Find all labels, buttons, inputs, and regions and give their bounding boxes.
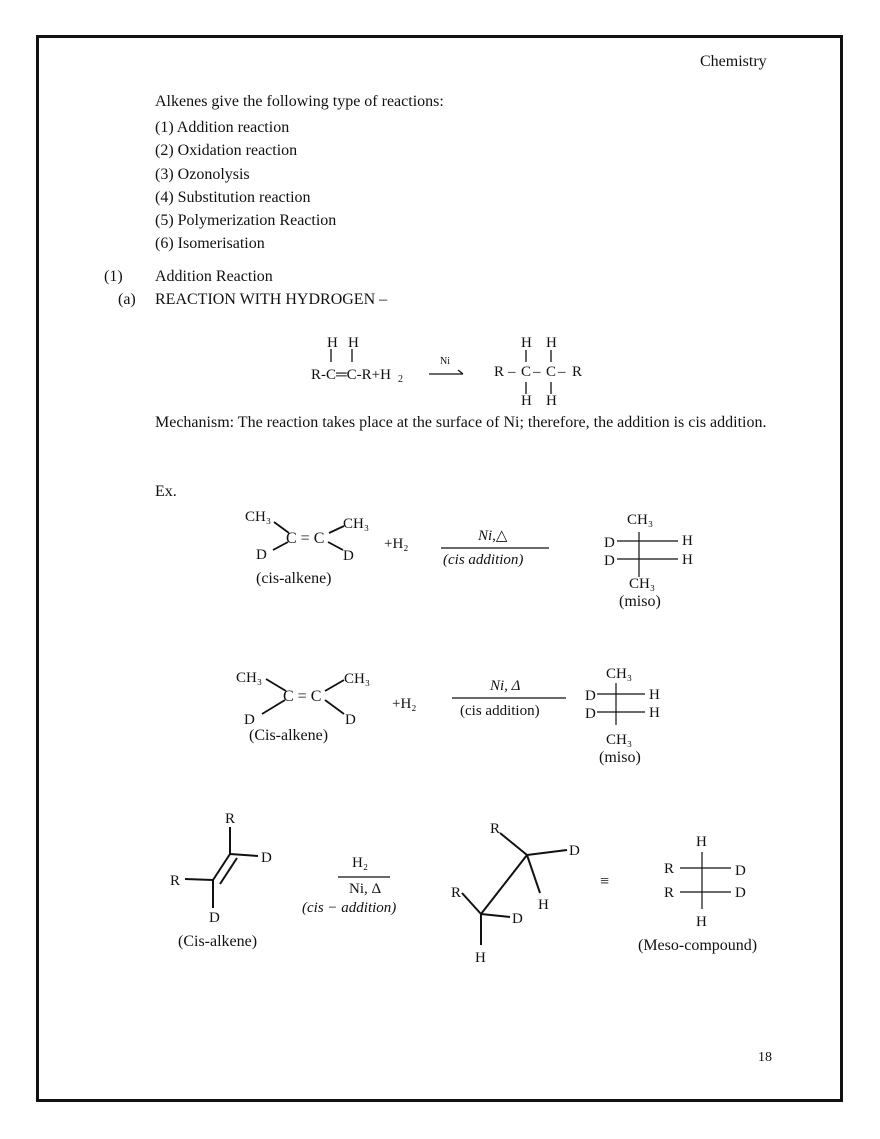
r-group: R [451,885,461,901]
mechanism-text: The reaction takes place at the surface … [234,414,767,431]
condition-bottom: (cis addition) [443,552,523,568]
ch3-group: CH₃ [606,666,632,682]
condition-bottom: (cis − addition) [302,900,396,916]
intro-text: Alkenes give the following type of react… [155,93,444,110]
h-atom: H [521,393,532,409]
h-atom: H [682,533,693,549]
dash: – [532,364,541,380]
double-bond: C = C [283,688,321,705]
d-atom: D [585,706,596,722]
ch3-group: CH₃ [245,509,271,525]
double-bond: C = C [286,530,324,547]
h-atom: H [649,705,660,721]
subject-header: Chemistry [700,53,767,70]
plus-h2: +H₂ [384,536,409,552]
reactant-label: (cis-alkene) [256,570,332,587]
subsection-letter: (a) [118,291,136,308]
r-group: R [225,811,235,827]
ch3-group: CH₃ [629,576,655,592]
h-atom: H [348,335,359,351]
ch3-group: CH₃ [343,516,369,532]
h2-subscript: 2 [398,374,403,385]
condition-top: Ni, Δ [489,678,521,694]
dash: – [557,364,566,380]
d-atom: D [345,712,356,728]
d-atom: D [261,850,272,866]
condition-bottom: (cis addition) [460,703,540,719]
reactant-label: (Cis-alkene) [249,727,328,744]
section-number: (1) [104,268,123,285]
section-title: Addition Reaction [155,268,273,285]
example-label: Ex. [155,483,177,500]
h-atom: H [521,335,532,351]
r-group: R [490,821,500,837]
list-item: (1) Addition reaction [155,119,290,136]
product-r: R [494,364,504,380]
h-atom: H [649,687,660,703]
d-atom: D [585,688,596,704]
reactant-label: (Cis-alkene) [178,933,257,950]
r-group: R [664,861,674,877]
product-label: (Meso-compound) [638,937,757,954]
d-atom: D [244,712,255,728]
equivalence-symbol: ≡ [600,873,609,890]
h-atom: H [327,335,338,351]
catalyst-label: Ni [440,356,450,367]
list-item: (3) Ozonolysis [155,165,250,183]
product-r: R [572,364,582,380]
subsection-title: REACTION WITH HYDROGEN – [155,291,388,308]
dash: – [507,364,516,380]
page-number: 18 [758,1050,772,1065]
ch3-group: CH₃ [627,512,653,528]
d-atom: D [343,548,354,564]
ch3-group: CH₃ [236,670,262,686]
d-atom: D [512,911,523,927]
d-atom: D [256,547,267,563]
d-atom: D [604,535,615,551]
h-atom: H [546,335,557,351]
ch3-group: CH₃ [344,671,370,687]
h-atom: H [682,552,693,568]
alkene-reactant: R-C═C-R+H [311,367,391,383]
h-atom: H [475,950,486,966]
product-c: C [521,364,531,380]
r-group: R [664,885,674,901]
list-item: (2) Oxidation reaction [155,142,298,160]
r-group: R [170,873,180,889]
d-atom: D [735,863,746,879]
d-atom: D [735,885,746,901]
list-item: (6) Isomerisation [155,235,265,253]
h-atom: H [696,834,707,850]
list-item: (4) Substitution reaction [155,188,311,206]
condition-top: H₂ [352,855,368,871]
d-atom: D [569,843,580,859]
ch3-group: CH₃ [606,732,632,748]
page-border [36,35,843,1102]
mechanism-label: Mechanism: [155,414,235,431]
product-label: (miso) [599,749,641,766]
condition-mid: Ni, Δ [349,881,382,897]
reaction-types-list: (1) Addition reaction (2) Oxidation reac… [155,116,336,256]
product-label: (miso) [619,593,661,610]
mechanism-paragraph: Mechanism: The reaction takes place at t… [155,412,795,434]
list-item: (5) Polymerization Reaction [155,212,337,230]
h-atom: H [546,393,557,409]
h-atom: H [696,914,707,930]
condition-top: Ni,△ [477,528,508,544]
d-atom: D [209,910,220,926]
d-atom: D [604,553,615,569]
product-c: C [546,364,556,380]
h-atom: H [538,897,549,913]
plus-h2: +H₂ [392,696,417,712]
